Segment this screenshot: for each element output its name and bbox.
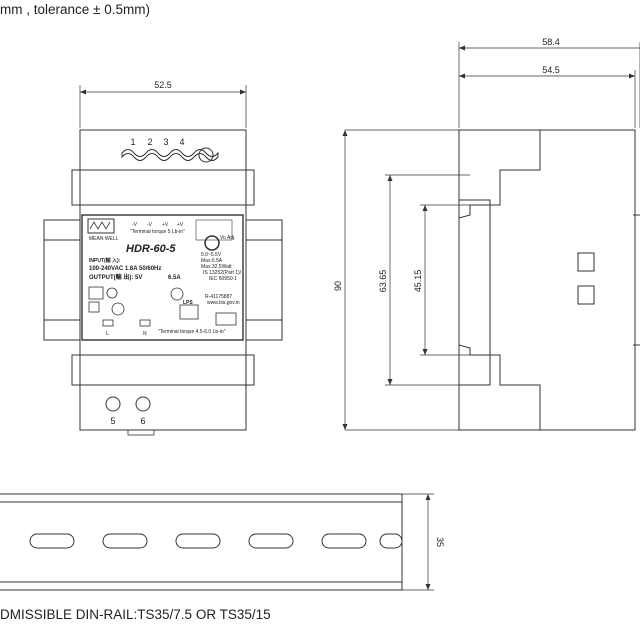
input-value: 100-240VAC 1.8A 50/60Hz: [89, 266, 161, 272]
pin-n-label: N: [143, 331, 147, 337]
adj-label: Vo Adj.: [220, 235, 236, 241]
max-power: Max.32.5Watt: [201, 264, 232, 270]
lps-icon: [179, 304, 199, 320]
front-width-dim: 52.5: [154, 80, 172, 90]
step-height-dim: 63.65: [378, 270, 388, 293]
vent-slot: [577, 285, 595, 305]
torque-top-text: "Terminal torque 5 Lb-in": [130, 229, 185, 235]
terminal-2: 2: [147, 137, 152, 147]
output-label: OUTPUT(輸 出): 5V: [89, 273, 142, 281]
side-view: [342, 42, 640, 431]
cert-icon: [111, 302, 125, 316]
output-value: 6.5A: [168, 275, 181, 281]
website: www.bis.gov.in: [207, 300, 240, 306]
terminal-screw-icon: [198, 147, 214, 163]
height-dim: 90: [333, 281, 343, 291]
top-terminal-block: [121, 147, 219, 163]
torque-bottom-text: "Terminal torque 4.5-6.0 Lb-in": [158, 329, 226, 335]
input-label: INPUT(輸 入):: [89, 257, 121, 264]
footer-note: DMISSIBLE DIN-RAIL:TS35/7.5 OR TS35/15: [0, 607, 271, 622]
output-sign-4: +V: [177, 222, 184, 228]
reg-number: R-41175887: [205, 294, 232, 300]
standard-2: IEC 60950-1: [209, 276, 237, 282]
cert-icon: [215, 312, 237, 326]
side-housing: [458, 129, 636, 431]
terminal-screw-icon: [135, 396, 151, 412]
terminal-5: 5: [110, 416, 115, 426]
output-sign-1: -V: [132, 222, 138, 228]
body-depth-dim: 54.5: [542, 65, 560, 75]
lps-text: LPS: [183, 300, 193, 306]
right-rail-clip: [245, 219, 283, 341]
inner-height-dim: 45.15: [413, 270, 423, 293]
rail-slot-row: [29, 533, 403, 549]
terminal-screw-icon: [105, 396, 121, 412]
terminal-4: 4: [179, 137, 184, 147]
header-note: mm , tolerance ± 0.5mm): [0, 2, 150, 17]
product-label: [81, 214, 244, 341]
terminal-3: 3: [163, 137, 168, 147]
brand-text: MEAN WELL: [89, 236, 119, 242]
pin-l-icon: [102, 319, 114, 327]
cert-icon: [88, 286, 104, 300]
overall-depth-dim: 58.4: [542, 37, 560, 47]
output-sign-3: +V: [162, 222, 169, 228]
pin-l-label: L: [106, 331, 109, 337]
voltage-adjust-icon: [204, 235, 220, 251]
rail-height-dim: 35: [435, 537, 445, 547]
output-sign-2: -V: [147, 222, 153, 228]
din-rail-view: [0, 493, 434, 591]
standard-1: IS 13252(Part 1)/: [203, 270, 242, 276]
pin-n-icon: [139, 319, 151, 327]
front-view: [43, 85, 283, 436]
cert-icon: [170, 287, 184, 301]
model-text: HDR-60-5: [126, 243, 176, 255]
terminal-6: 6: [140, 416, 145, 426]
left-rail-clip: [43, 219, 81, 341]
terminal-1: 1: [130, 137, 135, 147]
recycle-icon: [88, 301, 100, 313]
adj-range: 5.0~5.5V: [201, 252, 222, 258]
vent-slot: [577, 252, 595, 272]
cert-icon: [106, 287, 118, 299]
max-current: Max.6.5A: [201, 258, 223, 264]
